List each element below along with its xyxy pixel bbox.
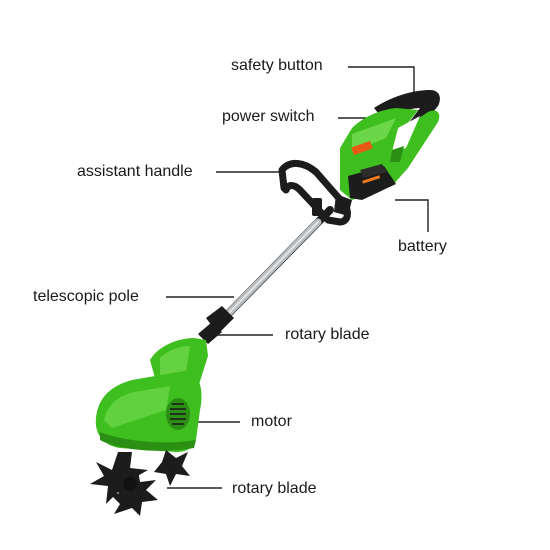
label-battery: battery [398,238,447,255]
assistant-handle-shape [278,160,351,226]
pole-shape [198,206,334,344]
label-rotary-blade-lower: rotary blade [232,480,317,497]
rear-handle-housing [334,90,440,216]
leader-safety-button [348,66,415,92]
label-power-switch: power switch [222,108,315,125]
label-telescopic-pole: telescopic pole [33,288,139,305]
tines-shape [90,450,190,516]
label-safety-button: safety button [231,57,323,74]
label-motor: motor [251,413,292,430]
leader-battery [395,199,429,232]
label-assistant-handle: assistant handle [77,163,193,180]
motor-housing-shape [95,338,208,452]
label-rotary-blade-upper: rotary blade [285,326,370,343]
